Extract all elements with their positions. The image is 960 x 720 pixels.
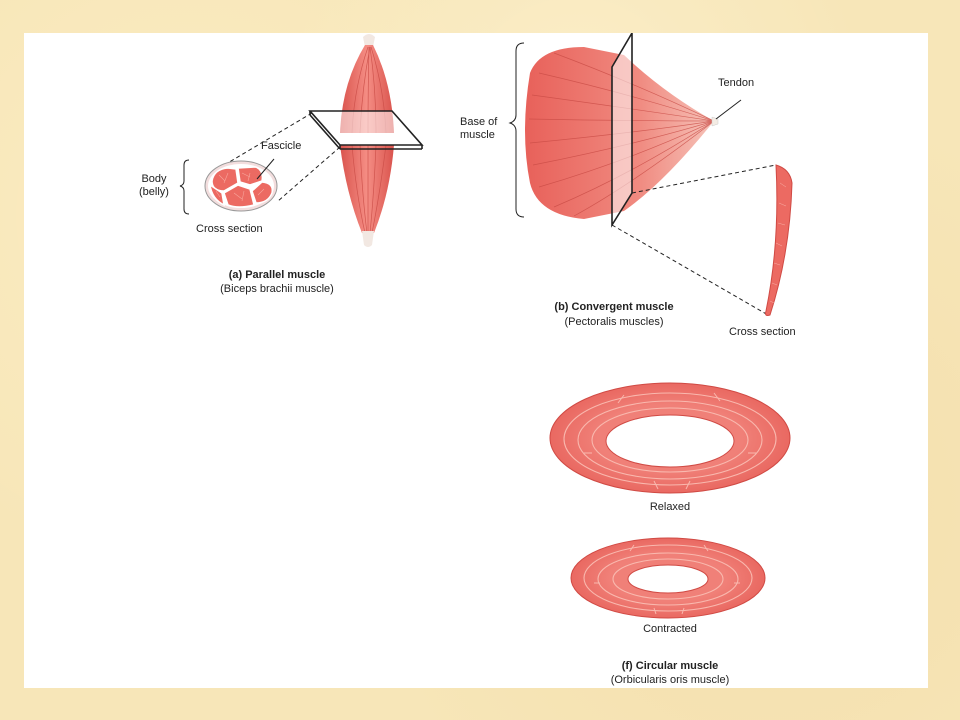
body-label-line2: (belly)	[139, 186, 169, 198]
contracted-label: Contracted	[643, 623, 697, 635]
parallel-muscle	[179, 34, 424, 247]
circular-caption-title: (f) Circular muscle	[621, 660, 719, 672]
tendon-pointer	[715, 99, 742, 120]
body-label-line1: Body	[141, 173, 167, 185]
body-brace	[179, 159, 190, 215]
pectoralis-tendon	[711, 116, 719, 127]
convergent-cross-section	[765, 164, 793, 316]
convergent-cutting-plane	[611, 33, 633, 228]
parallel-cutting-plane	[308, 110, 424, 146]
convergent-projection-line-lower	[611, 224, 769, 316]
parallel-caption-title: (a) Parallel muscle	[228, 269, 326, 281]
tendon-label: Tendon	[718, 77, 755, 89]
biceps-upper-tendon	[363, 34, 375, 47]
parallel-caption-subtitle: (Biceps brachii muscle)	[220, 283, 334, 295]
convergent-caption-title: (b) Convergent muscle	[554, 301, 674, 313]
circular-caption-subtitle: (Orbicularis oris muscle)	[610, 674, 730, 686]
fascicle-label: Fascicle	[261, 140, 302, 152]
fascicle-pointer	[256, 158, 275, 180]
base-label-line2: muscle	[460, 129, 495, 141]
base-label-line1: Base of	[460, 116, 498, 128]
parallel-cross-section	[204, 160, 278, 212]
contracted-ring	[570, 537, 766, 619]
relaxed-label: Relaxed	[649, 501, 691, 513]
biceps-lower-tendon	[362, 231, 374, 247]
base-brace	[508, 42, 525, 218]
biceps-lower-belly	[340, 145, 394, 233]
circular-muscle	[549, 382, 791, 619]
parallel-projection-line-lower	[277, 146, 341, 202]
convergent-muscle	[508, 33, 793, 316]
convergent-caption-subtitle: (Pectoralis muscles)	[564, 316, 664, 328]
relaxed-ring	[549, 382, 791, 494]
parallel-cross-section-label: Cross section	[196, 223, 263, 235]
figure-panel: Fascicle Body (belly) Cross section (a) …	[24, 33, 928, 688]
convergent-projection-line-upper	[631, 164, 777, 194]
muscle-diagram	[179, 33, 793, 619]
parallel-projection-line-upper	[225, 112, 313, 165]
convergent-cross-section-label: Cross section	[729, 326, 796, 338]
